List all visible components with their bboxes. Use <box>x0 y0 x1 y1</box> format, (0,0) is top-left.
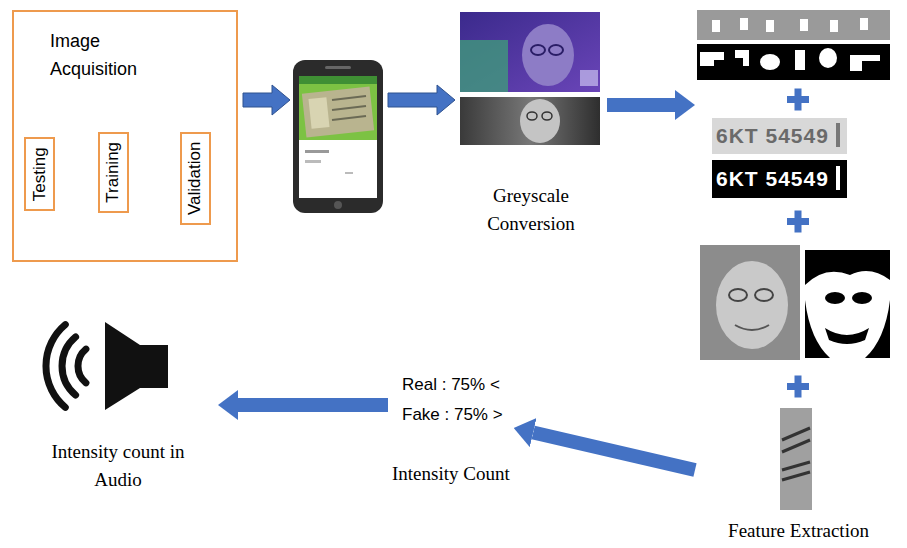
node-text: Greyscale Conversion <box>455 182 607 237</box>
greyscale-stage: Greyscale Conversion <box>455 10 607 242</box>
node-text: Intensity count in Audio <box>33 438 203 493</box>
dataset-box: Training <box>98 132 129 213</box>
speaker-icon <box>46 322 168 410</box>
dataset-box: Testing <box>24 137 55 211</box>
node-text: Testing <box>30 147 49 201</box>
serial-number: 6KT 54549 <box>716 122 829 149</box>
node-text: Intensity Count <box>392 462 510 486</box>
dataset-box: Validation <box>180 132 211 225</box>
node-text: Real : 75% < <box>402 370 510 400</box>
node-text: Validation <box>186 142 205 215</box>
acquisition-box: Image AcquisitionTesting Training Validati… <box>12 10 238 262</box>
flow-arrow <box>533 433 695 470</box>
node-text: Feature Extraction <box>695 520 902 543</box>
node-text: Training <box>104 142 123 203</box>
phone-illustration <box>293 60 383 213</box>
block-arrow <box>243 85 290 115</box>
intensity-stage: Real : 75% <Fake : 75% > Intensity Count <box>388 366 514 490</box>
node-text: Image Acquisition <box>50 28 170 84</box>
flow-arrow <box>607 98 675 112</box>
block-arrow <box>388 85 455 115</box>
greyscale-images <box>460 12 600 145</box>
feature-stage: Feature Extraction <box>695 6 902 544</box>
serial-number: 6KT 54549 <box>716 165 829 192</box>
audio-stage: Intensity count in Audio <box>18 312 218 508</box>
flow-arrow <box>238 398 388 412</box>
feature-images <box>697 10 895 510</box>
node-text: Fake : 75% > <box>402 400 510 430</box>
